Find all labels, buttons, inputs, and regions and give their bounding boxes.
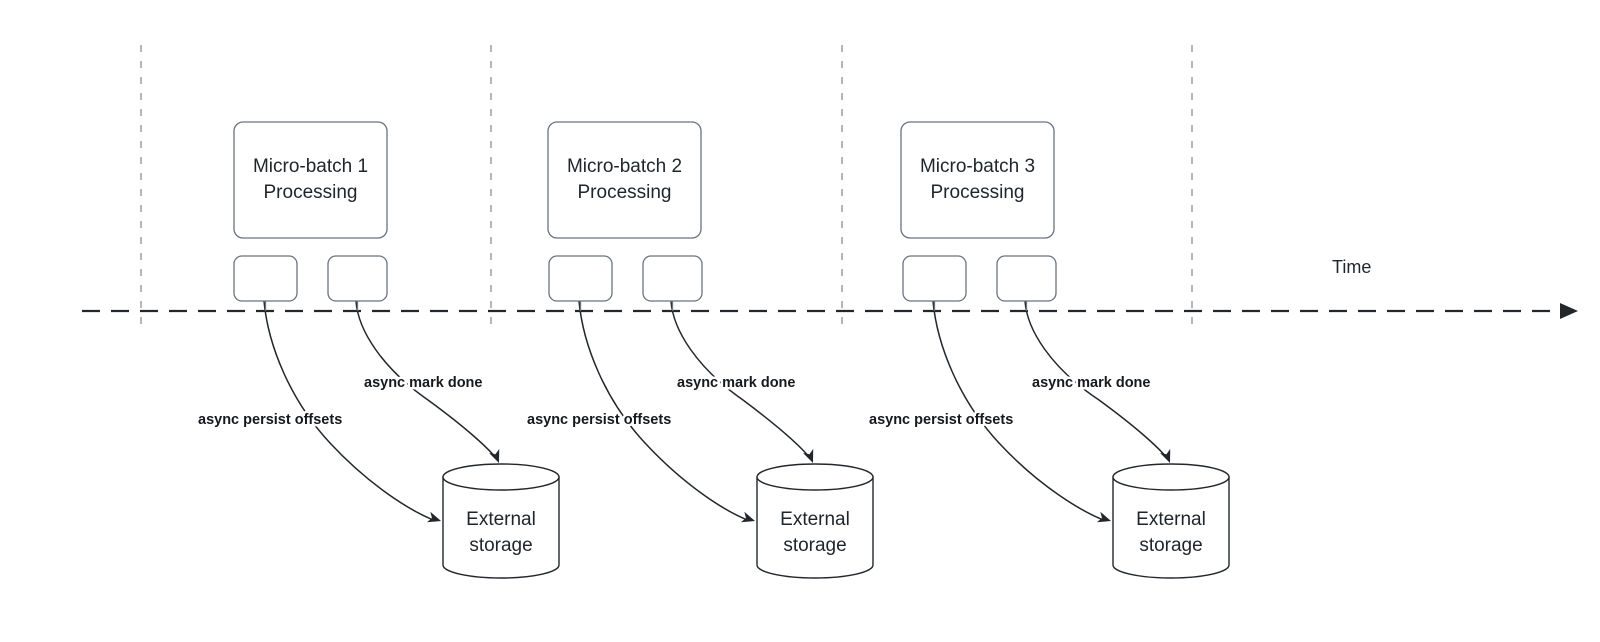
storage-label-line1: External bbox=[466, 509, 536, 530]
edge-async-mark-done bbox=[1024, 300, 1171, 463]
group-3: External storage Micro-batch 3 Processing as… bbox=[867, 121, 1230, 579]
micro-batch-label-line1: Micro-batch 3 bbox=[920, 156, 1035, 177]
edge-async-mark-done-label-halo: async mark done bbox=[364, 375, 482, 391]
group-2: External storage Micro-batch 2 Processing as… bbox=[525, 121, 874, 579]
cylinder-body bbox=[756, 476, 874, 579]
edge-async-mark-done-label: async mark done bbox=[364, 375, 482, 391]
micro-batch-box[interactable]: Micro-batch 3 Processing bbox=[900, 121, 1055, 239]
edge-async-mark-done-label: async mark done bbox=[1032, 375, 1150, 391]
task-box-persist[interactable] bbox=[902, 255, 967, 302]
micro-batch-box-rect[interactable] bbox=[900, 121, 1055, 239]
micro-batch-box[interactable]: Micro-batch 1 Processing bbox=[233, 121, 388, 239]
edge-async-mark-done-path bbox=[670, 300, 811, 459]
group-1: External storage Micro-batch 1 Processing as… bbox=[196, 121, 560, 579]
edge-async-mark-done-path bbox=[1024, 300, 1168, 459]
edge-async-persist-offsets-label-halo: async persist offsets bbox=[527, 412, 671, 428]
task-box-persist[interactable] bbox=[548, 255, 613, 302]
time-axis-arrowhead bbox=[1560, 303, 1578, 319]
edge-async-mark-done-arrowhead bbox=[489, 448, 500, 463]
task-box-mark[interactable] bbox=[642, 255, 703, 302]
edge-async-mark-done-label-halo: async mark done bbox=[677, 375, 795, 391]
micro-batch-label-line1: Micro-batch 1 bbox=[253, 156, 368, 177]
cylinder-top-ellipse bbox=[1112, 463, 1230, 491]
edge-async-mark-done-arrowhead bbox=[1160, 448, 1171, 463]
micro-batch-box-rect[interactable] bbox=[547, 121, 702, 239]
micro-batch-box-rect[interactable] bbox=[233, 121, 388, 239]
edge-async-persist-offsets-arrowhead bbox=[740, 511, 755, 523]
edge-async-persist-offsets-label-halo: async persist offsets bbox=[869, 412, 1013, 428]
external-storage-cylinder: External storage bbox=[442, 463, 560, 579]
micro-batch-label-line1: Micro-batch 2 bbox=[567, 156, 682, 177]
cylinder-top-ellipse bbox=[756, 463, 874, 491]
cylinder-body bbox=[442, 476, 560, 579]
edge-async-mark-done-path bbox=[355, 300, 497, 459]
edge-async-mark-done bbox=[355, 300, 500, 463]
time-axis-label: Time bbox=[1332, 257, 1371, 277]
micro-batch-label-line2: Processing bbox=[264, 182, 358, 203]
edge-async-persist-offsets-arrowhead bbox=[1096, 511, 1111, 523]
edge-async-mark-done-label: async mark done bbox=[677, 375, 795, 391]
storage-label-line2: storage bbox=[1139, 535, 1202, 556]
edge-async-persist-offsets-label: async persist offsets bbox=[198, 412, 342, 428]
edge-async-persist-offsets-label: async persist offsets bbox=[869, 412, 1013, 428]
storage-label-line2: storage bbox=[469, 535, 532, 556]
task-box-persist[interactable] bbox=[233, 255, 298, 302]
edge-async-persist-offsets-path bbox=[578, 300, 751, 522]
edge-async-persist-offsets bbox=[932, 300, 1111, 523]
cylinder-top-ellipse bbox=[442, 463, 560, 491]
storage-label-line1: External bbox=[780, 509, 850, 530]
edge-async-persist-offsets bbox=[263, 300, 441, 523]
task-box-mark[interactable] bbox=[996, 255, 1057, 302]
external-storage-cylinder: External storage bbox=[756, 463, 874, 579]
time-axis: Time bbox=[82, 257, 1578, 319]
micro-batch-box[interactable]: Micro-batch 2 Processing bbox=[547, 121, 702, 239]
storage-label-line1: External bbox=[1136, 509, 1206, 530]
task-box-mark[interactable] bbox=[327, 255, 388, 302]
cylinder-body bbox=[1112, 476, 1230, 579]
micro-batch-label-line2: Processing bbox=[578, 182, 672, 203]
edge-async-persist-offsets-label-halo: async persist offsets bbox=[198, 412, 342, 428]
external-storage-cylinder: External storage bbox=[1112, 463, 1230, 579]
edge-async-persist-offsets-path bbox=[932, 300, 1107, 522]
edge-async-mark-done-label-halo: async mark done bbox=[1032, 375, 1150, 391]
storage-label-line2: storage bbox=[783, 535, 846, 556]
edge-async-persist-offsets-path bbox=[263, 300, 437, 522]
edge-async-persist-offsets bbox=[578, 300, 755, 523]
micro-batch-label-line2: Processing bbox=[931, 182, 1025, 203]
edge-async-persist-offsets-label: async persist offsets bbox=[527, 412, 671, 428]
edge-async-mark-done-arrowhead bbox=[803, 448, 814, 463]
edge-async-persist-offsets-arrowhead bbox=[426, 511, 441, 523]
edge-async-mark-done bbox=[670, 300, 814, 463]
